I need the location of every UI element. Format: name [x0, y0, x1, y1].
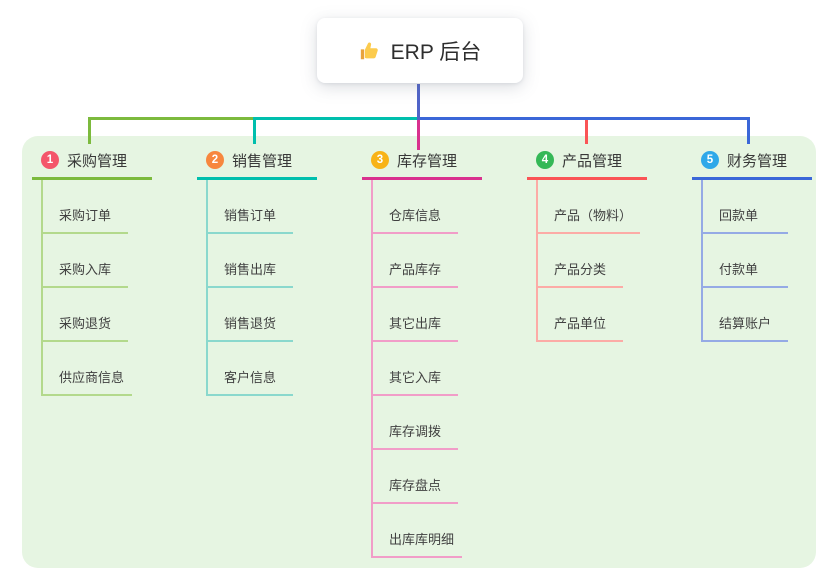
edge-branch-4-drop: [585, 120, 588, 144]
edge-branch-1-drop: [88, 117, 91, 144]
child-node[interactable]: 仓库信息: [373, 180, 458, 234]
child-node[interactable]: 供应商信息: [43, 342, 133, 396]
branch-label: 产品管理: [562, 152, 623, 170]
child-node[interactable]: 库存调拨: [373, 396, 458, 450]
branch-number-badge: 5: [701, 151, 719, 169]
branch-column-2: 2 销售管理销售订单销售出库销售退货客户信息: [197, 150, 317, 396]
branch-node-2[interactable]: 2 销售管理: [197, 150, 317, 180]
branch-children: 产品（物料）产品分类产品单位: [536, 180, 647, 342]
branch-number-badge: 2: [206, 151, 224, 169]
modules-panel: 1 采购管理采购订单采购入库采购退货供应商信息 2 销售管理销售订单销售出库销售退货客…: [22, 136, 816, 568]
branch-label: 财务管理: [727, 152, 788, 170]
branch-node-5[interactable]: 5 财务管理: [692, 150, 812, 180]
child-node[interactable]: 采购入库: [43, 234, 128, 288]
edge-branch-2-drop: [253, 117, 256, 144]
child-node[interactable]: 销售退货: [208, 288, 293, 342]
branch-node-1[interactable]: 1 采购管理: [32, 150, 152, 180]
edge-root-line: [417, 84, 420, 120]
root-label: ERP 后台: [390, 40, 482, 64]
branch-children: 仓库信息产品库存其它出库其它入库库存调拨库存盘点出库库明细: [371, 180, 482, 558]
branch-column-3: 3 库存管理仓库信息产品库存其它出库其它入库库存调拨库存盘点出库库明细: [362, 150, 482, 558]
root-node[interactable]: ERP 后台: [317, 18, 523, 83]
child-node[interactable]: 其它入库: [373, 342, 458, 396]
edge-branch-5-horizontal: [417, 117, 750, 120]
edge-branch-3-drop: [417, 120, 420, 150]
child-node[interactable]: 产品库存: [373, 234, 458, 288]
branch-node-3[interactable]: 3 库存管理: [362, 150, 482, 180]
child-node[interactable]: 结算账户: [703, 288, 788, 342]
branch-column-5: 5 财务管理回款单付款单结算账户: [692, 150, 812, 342]
child-node[interactable]: 采购订单: [43, 180, 128, 234]
child-node[interactable]: 客户信息: [208, 342, 293, 396]
child-node[interactable]: 产品分类: [538, 234, 623, 288]
child-node[interactable]: 库存盘点: [373, 450, 458, 504]
child-node[interactable]: 其它出库: [373, 288, 458, 342]
branch-children: 回款单付款单结算账户: [701, 180, 812, 342]
branch-label: 库存管理: [397, 152, 458, 170]
child-node[interactable]: 出库库明细: [373, 504, 463, 558]
edge-branch-1-horizontal: [88, 117, 256, 120]
edge-branch-5-drop: [747, 117, 750, 144]
branch-node-4[interactable]: 4 产品管理: [527, 150, 647, 180]
child-node[interactable]: 产品单位: [538, 288, 623, 342]
branch-column-4: 4 产品管理产品（物料）产品分类产品单位: [527, 150, 647, 342]
branch-children: 销售订单销售出库销售退货客户信息: [206, 180, 317, 396]
child-node[interactable]: 采购退货: [43, 288, 128, 342]
child-node[interactable]: 付款单: [703, 234, 788, 288]
edge-branch-2-horizontal: [253, 117, 417, 120]
branch-column-1: 1 采购管理采购订单采购入库采购退货供应商信息: [32, 150, 152, 396]
branch-children: 采购订单采购入库采购退货供应商信息: [41, 180, 152, 396]
branch-number-badge: 3: [371, 151, 389, 169]
thumbs-up-icon: [359, 40, 381, 62]
child-node[interactable]: 回款单: [703, 180, 788, 234]
child-node[interactable]: 产品（物料）: [538, 180, 641, 234]
branch-label: 采购管理: [67, 152, 128, 170]
branch-number-badge: 4: [536, 151, 554, 169]
branch-label: 销售管理: [232, 152, 293, 170]
branch-number-badge: 1: [41, 151, 59, 169]
child-node[interactable]: 销售订单: [208, 180, 293, 234]
child-node[interactable]: 销售出库: [208, 234, 293, 288]
